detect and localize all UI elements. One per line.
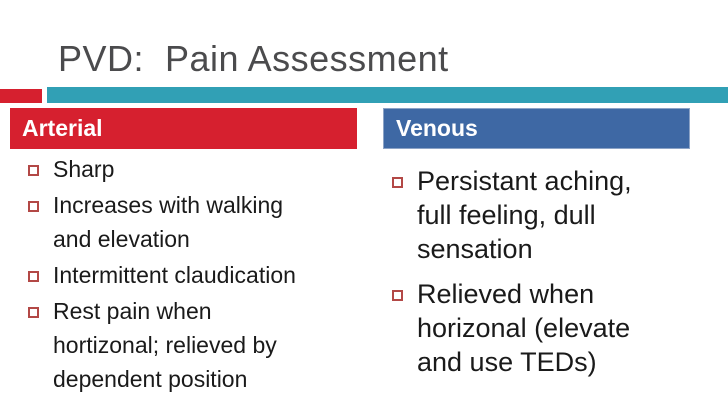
bullet-item: Increases with walking and elevation [28, 188, 358, 256]
venous-bullet-list: Persistant aching, full feeling, dull se… [392, 164, 697, 390]
bullet-square-icon [28, 271, 39, 282]
venous-header-bar: Venous [383, 108, 690, 149]
bullet-item: Relieved when horizonal (elevate and use… [392, 277, 697, 379]
bullet-item: Intermittent claudication [28, 258, 358, 292]
bullet-text: Relieved when horizonal (elevate and use… [417, 279, 631, 377]
arterial-header-label: Arterial [22, 115, 103, 141]
bullet-item: Sharp [28, 152, 358, 186]
bullet-square-icon [28, 307, 39, 318]
divider-teal-bar [47, 87, 728, 103]
arterial-header-bar: Arterial [10, 108, 357, 149]
bullet-item: Persistant aching, full feeling, dull se… [392, 164, 697, 266]
bullet-square-icon [28, 201, 39, 212]
venous-header-label: Venous [396, 115, 478, 141]
slide-title: PVD: Pain Assessment [58, 38, 449, 79]
bullet-text: Rest pain when hortizonal; relieved by d… [53, 298, 277, 392]
bullet-item: Rest pain when hortizonal; relieved by d… [28, 294, 358, 396]
divider-red-segment [0, 89, 42, 103]
bullet-square-icon [392, 177, 403, 188]
bullet-text: Increases with walking and elevation [53, 192, 284, 252]
bullet-text: Intermittent claudication [53, 262, 296, 288]
bullet-square-icon [28, 165, 39, 176]
bullet-text: Sharp [53, 156, 115, 182]
bullet-text: Persistant aching, full feeling, dull se… [417, 166, 632, 264]
bullet-square-icon [392, 290, 403, 301]
